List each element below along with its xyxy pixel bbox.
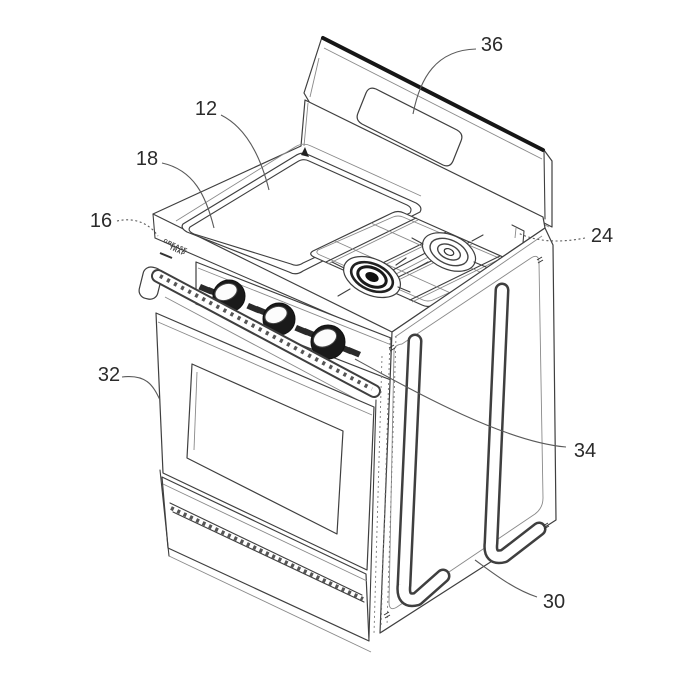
ref-label-32: 32 <box>98 364 120 386</box>
grease-trap-slot <box>160 253 172 258</box>
leader-16 <box>117 220 158 236</box>
ref-label-16: 16 <box>90 210 112 232</box>
ref-label-36: 36 <box>481 34 503 56</box>
ref-label-18: 18 <box>136 148 158 170</box>
leader-32 <box>122 377 160 400</box>
ref-label-24: 24 <box>591 225 613 247</box>
ref-label-30: 30 <box>543 591 565 613</box>
ref-label-34: 34 <box>574 440 596 462</box>
ref-label-12: 12 <box>195 98 217 120</box>
